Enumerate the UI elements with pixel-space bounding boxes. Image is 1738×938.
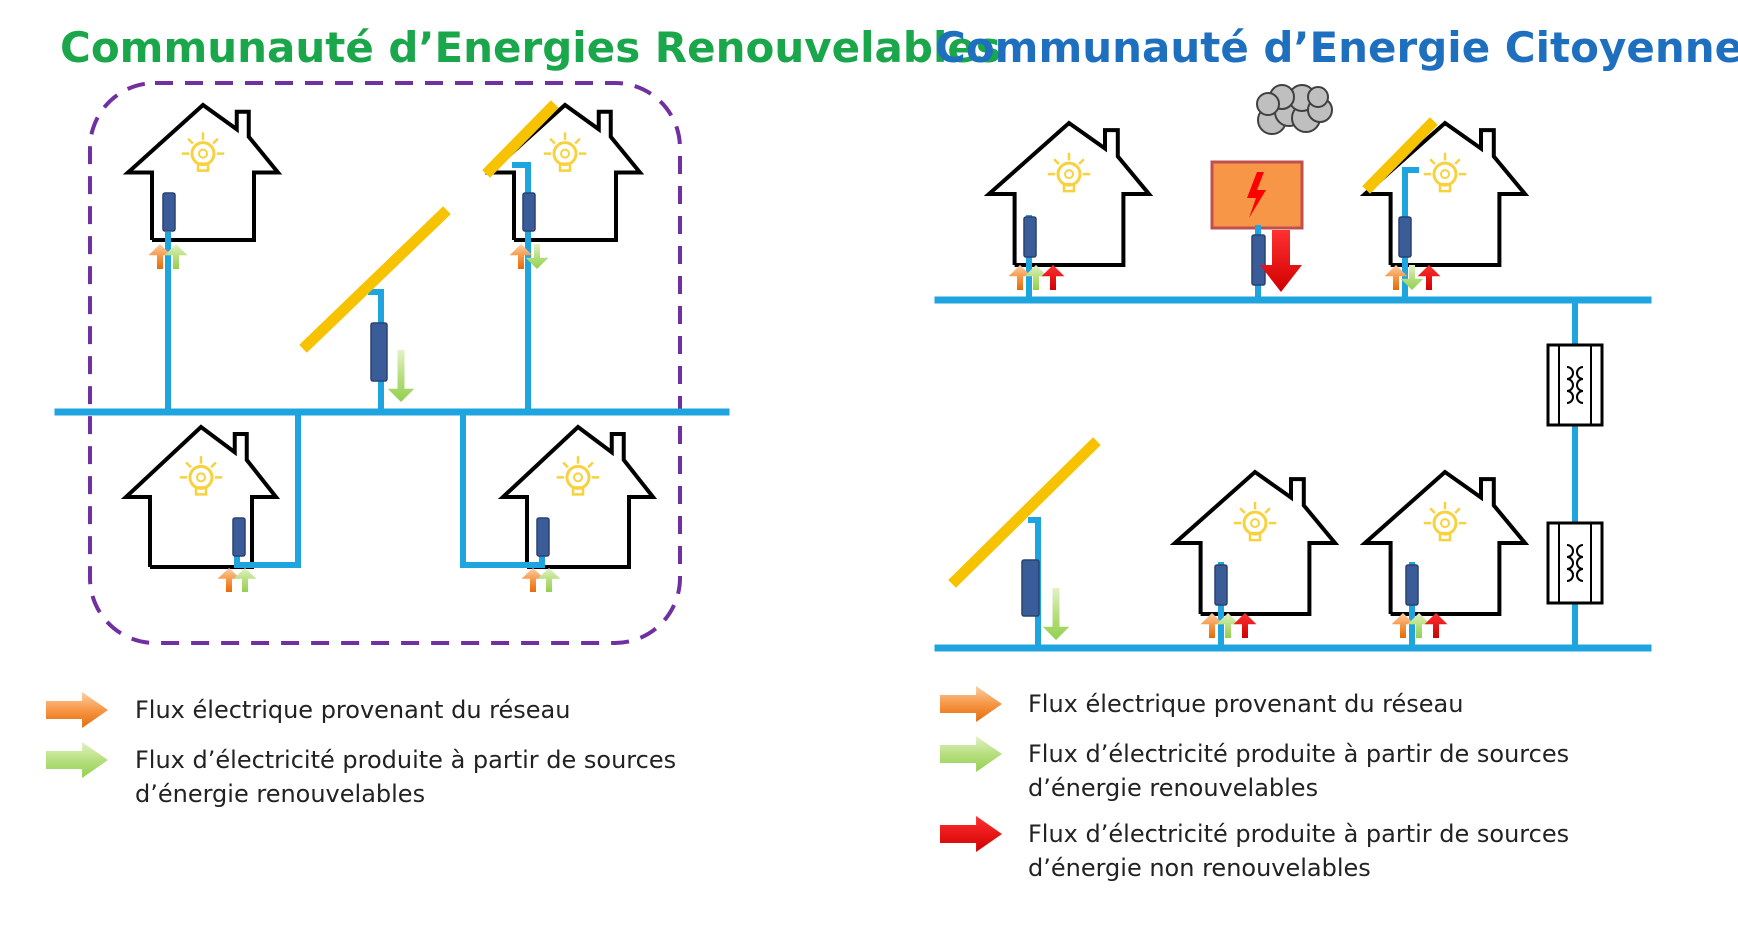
- grid-flow-arrow: [217, 568, 241, 592]
- green-arrow-icon: [46, 742, 108, 778]
- nonrenewable-flow-arrow: [1260, 230, 1302, 292]
- legend-item: Flux d’électricité produite à partir de …: [940, 816, 1569, 882]
- legend-layer: Flux électrique provenant du réseauFlux …: [46, 686, 1569, 882]
- renewable-flow-arrow: [233, 568, 257, 592]
- house-lower-right: [1359, 469, 1530, 616]
- house-outline: [1169, 469, 1340, 616]
- orange-arrow-icon: [46, 692, 108, 728]
- meter: [1398, 216, 1412, 258]
- house-lower-center: [1169, 469, 1340, 616]
- renewable-flow-arrow: [1400, 265, 1424, 290]
- meter: [1214, 564, 1228, 606]
- red-arrow-icon: [940, 816, 1002, 852]
- house-outline: [1359, 469, 1530, 616]
- right-title: Communauté d’Energie Citoyenne: [935, 23, 1738, 72]
- renewable-flow-arrow: [537, 568, 561, 592]
- green-arrow-icon: [940, 736, 1002, 772]
- renewable-flow-arrow: [164, 244, 188, 269]
- legend-item: Flux électrique provenant du réseau: [940, 686, 1463, 722]
- renewable-flow-arrow: [1216, 613, 1240, 638]
- nonrenewable-flow-arrow: [1041, 265, 1065, 290]
- legend-text: d’énergie non renouvelables: [1028, 854, 1371, 882]
- house-top-right: [484, 102, 645, 242]
- smoke-icon: [1256, 84, 1333, 135]
- legend-item: Flux d’électricité produite à partir de …: [46, 742, 676, 808]
- legend-text: Flux d’électricité produite à partir de …: [135, 746, 676, 774]
- grid-flow-arrow: [1008, 265, 1032, 290]
- house-outline: [1359, 120, 1530, 267]
- house-outline: [122, 102, 283, 242]
- orange-arrow-icon: [940, 686, 1002, 722]
- community-boundary: [88, 81, 682, 645]
- transformer-icon: [1546, 521, 1604, 605]
- light-bulb-icon: [1047, 152, 1091, 193]
- light-bulb-icon: [556, 456, 600, 496]
- grid-flow-arrow: [509, 244, 533, 269]
- light-bulb-icon: [1423, 152, 1467, 193]
- grid-flow-arrow: [521, 568, 545, 592]
- renewable-flow-arrow: [1407, 613, 1431, 638]
- wire: [512, 162, 531, 409]
- grid-flow-arrow: [1391, 613, 1415, 638]
- meter: [522, 192, 536, 232]
- meter: [162, 192, 176, 232]
- diagram-layer: [54, 81, 1652, 652]
- house-outline: [120, 424, 281, 569]
- renewable-flow-arrow: [525, 244, 549, 269]
- renewable-flow-arrow: [1024, 265, 1048, 290]
- left-title: Communauté d’Energies Renouvelables: [60, 23, 1001, 72]
- wire: [460, 415, 542, 568]
- meter: [232, 517, 246, 557]
- legend-text: d’énergie renouvelables: [1028, 774, 1318, 802]
- light-bulb-icon: [181, 132, 225, 172]
- house-upper-right: [1359, 120, 1530, 267]
- legend-text: Flux d’électricité produite à partir de …: [1028, 820, 1569, 848]
- wire: [237, 415, 301, 568]
- house-outline: [484, 102, 645, 242]
- meter: [536, 517, 550, 557]
- legend-text: Flux d’électricité produite à partir de …: [1028, 740, 1569, 768]
- nonrenewable-flow-arrow: [1424, 613, 1448, 638]
- meter: [1023, 216, 1037, 258]
- solar-panel: [948, 437, 1101, 588]
- house-outline: [983, 120, 1154, 267]
- solar-panel: [299, 206, 451, 353]
- light-bulb-icon: [1423, 501, 1467, 542]
- house-bottom-left: [120, 424, 281, 569]
- house-upper-left: [983, 120, 1154, 267]
- solar-panel: [1362, 117, 1438, 194]
- nonrenewable-flow-arrow: [1417, 265, 1441, 290]
- light-bulb-icon: [543, 132, 587, 172]
- meter: [370, 322, 388, 382]
- legend-text: Flux électrique provenant du réseau: [1028, 690, 1463, 718]
- nonrenewable-flow-arrow: [1233, 613, 1257, 638]
- power-plant-icon: [1210, 160, 1304, 230]
- grid-flow-arrow: [1200, 613, 1224, 638]
- meter: [1251, 234, 1266, 286]
- light-bulb-icon: [179, 456, 223, 496]
- house-bottom-right: [497, 424, 658, 569]
- grid-flow-arrow: [148, 244, 172, 269]
- legend-item: Flux électrique provenant du réseau: [46, 692, 570, 728]
- house-top-left: [122, 102, 283, 242]
- renewable-flow-arrow: [387, 350, 415, 402]
- transformer-icon: [1546, 343, 1604, 427]
- renewable-flow-arrow: [1042, 588, 1070, 640]
- lightning-icon: [1247, 172, 1266, 218]
- solar-panel: [482, 100, 559, 178]
- light-bulb-icon: [1233, 501, 1277, 542]
- legend-text: Flux électrique provenant du réseau: [135, 696, 570, 724]
- house-outline: [497, 424, 658, 569]
- grid-flow-arrow: [1384, 265, 1408, 290]
- legend-item: Flux d’électricité produite à partir de …: [940, 736, 1569, 802]
- meter: [1021, 559, 1040, 617]
- meter: [1405, 564, 1419, 606]
- legend-text: d’énergie renouvelables: [135, 780, 425, 808]
